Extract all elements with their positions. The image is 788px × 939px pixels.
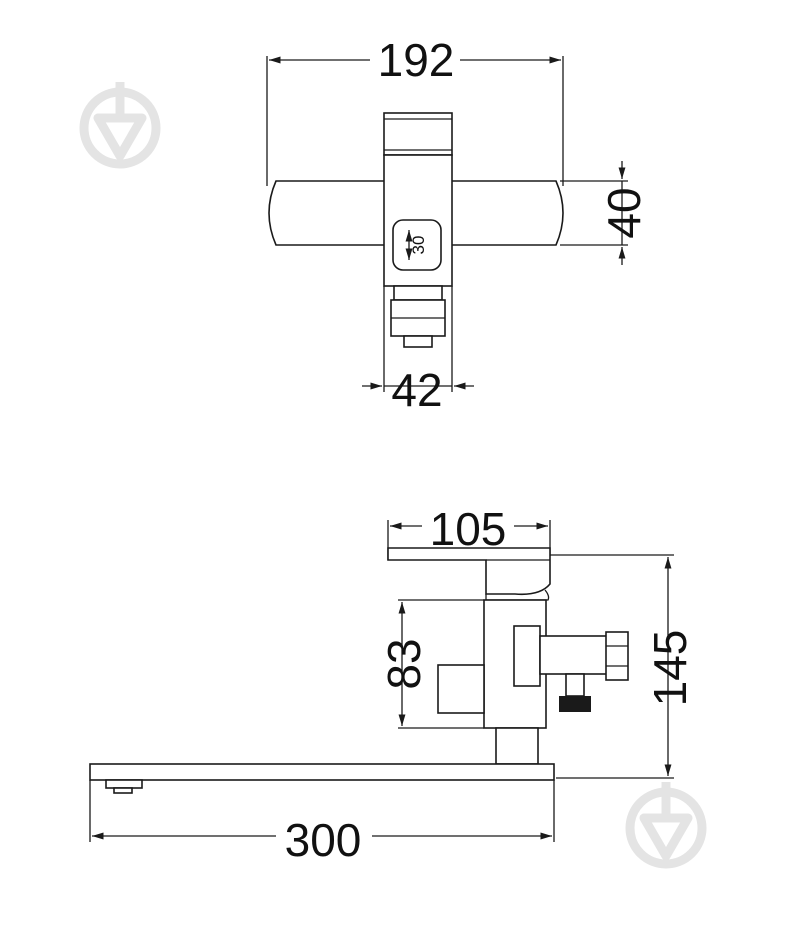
cartridge-size-label: 30 [409, 236, 428, 255]
side-view: 105 83 145 [89, 503, 696, 866]
top-body-width-dimension: 42 [391, 364, 442, 416]
download-watermark-icon [625, 782, 707, 869]
side-spout-length-dimension: 300 [285, 814, 362, 866]
download-watermark-icon [79, 82, 161, 169]
top-view: 192 30 40 42 [266, 34, 650, 416]
side-total-height-dimension: 145 [644, 630, 696, 707]
top-handle-height-dimension: 40 [598, 187, 650, 238]
side-lever-length-dimension: 105 [430, 503, 507, 555]
side-body-height-dimension: 83 [378, 638, 430, 689]
top-width-dimension: 192 [378, 34, 455, 86]
